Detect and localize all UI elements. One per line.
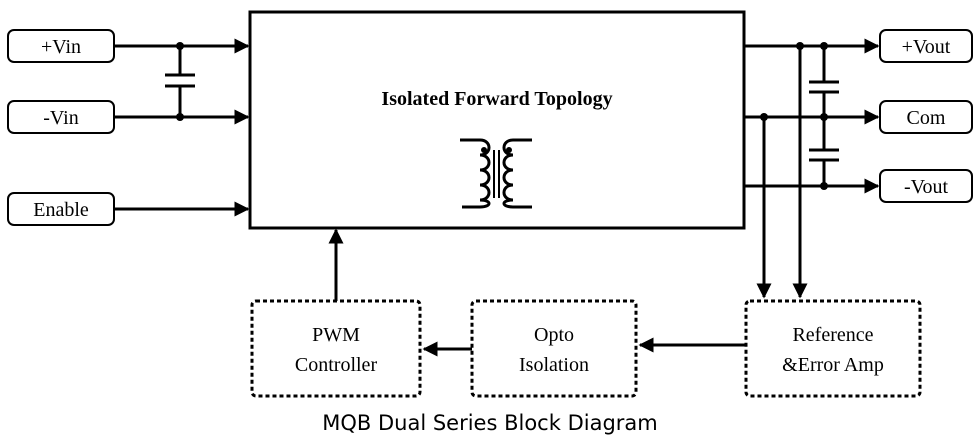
reference-error-amp-block [744, 299, 922, 398]
vin-plus-label: +Vin [41, 36, 81, 58]
com-terminal [879, 100, 973, 134]
enable-label: Enable [33, 199, 89, 221]
diagram-caption: MQB Dual Series Block Diagram [322, 411, 657, 435]
pwm-controller-block [250, 299, 422, 398]
opto-label-line1: Opto [534, 324, 574, 346]
vin-minus-label: -Vin [43, 107, 78, 129]
pwm-label-line2: Controller [295, 354, 378, 376]
reference-label-line1: Reference [792, 324, 873, 346]
reference-label-line2: &Error Amp [782, 354, 884, 376]
vout-plus-label: +Vout [902, 36, 951, 58]
output-capacitors [809, 42, 839, 190]
sense-lines [756, 42, 808, 299]
vout-minus-label: -Vout [904, 176, 949, 198]
com-label: Com [907, 107, 946, 129]
main-block-title: Isolated Forward Topology [381, 88, 612, 110]
opto-label-line2: Isolation [519, 354, 589, 376]
vout-minus-terminal [879, 169, 973, 203]
transformer-icon [460, 138, 532, 209]
vout-plus-terminal [879, 29, 973, 63]
isolated-forward-topology-block [248, 10, 746, 230]
pwm-label-line1: PWM [312, 324, 360, 346]
input-capacitor [165, 42, 195, 121]
opto-isolation-block [470, 299, 638, 398]
